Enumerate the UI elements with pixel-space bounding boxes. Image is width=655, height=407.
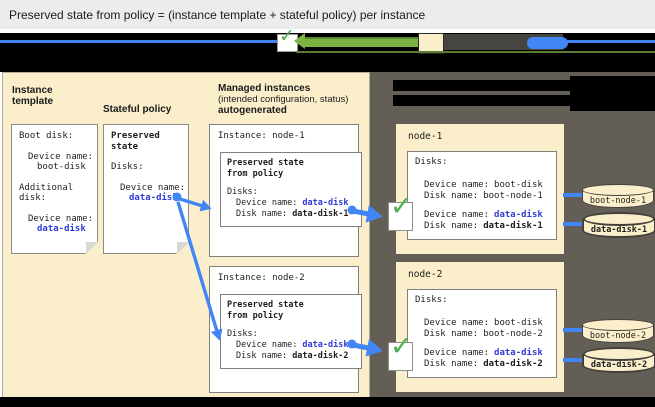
disk-cylinder-boot-node-2: boot-node-2 xyxy=(582,319,654,343)
boot-device-line: Device name:boot-disk xyxy=(424,180,543,190)
disks-label: Disks: xyxy=(227,329,258,339)
vm-node-2: node-2 Disks: Device name:boot-disk Disk… xyxy=(396,262,564,392)
node-1-disks-box: Disks: Device name:boot-disk Disk name:b… xyxy=(407,151,557,240)
instance-template-heading: Instance template xyxy=(12,85,54,107)
connector-data-disk-1 xyxy=(563,222,583,226)
instance-label: Instance: node-1 xyxy=(218,131,305,141)
disk-cylinder-data-disk-1: data-disk-1 xyxy=(582,212,655,238)
data-disk-line: Disk name:data-disk-2 xyxy=(424,359,543,369)
device-name-line: Device name:data-disk xyxy=(236,198,349,208)
data-disk-value: data-disk xyxy=(37,224,86,234)
disks-label: Disks: xyxy=(227,187,258,197)
managed-instances-heading: Managed instances (intended configuratio… xyxy=(218,83,349,116)
boot-device-line: Device name:boot-disk xyxy=(424,318,543,328)
intended-config-panel: Instance template Boot disk: Device name… xyxy=(2,72,370,398)
node-title: node-2 xyxy=(408,269,443,280)
additional-disk-label: Additional xyxy=(19,182,74,193)
connector-boot-node-2 xyxy=(563,328,583,332)
node-title: node-1 xyxy=(408,131,443,142)
additional-disk-label2: disk: xyxy=(19,193,47,203)
redacted-text-block xyxy=(570,76,655,111)
checkmark-box-node-1: ✓ xyxy=(388,193,413,231)
legend-blue-line-left xyxy=(0,40,278,43)
boot-disk-label: Boot disk: xyxy=(19,131,74,141)
device-name-label: Device name: xyxy=(28,213,94,224)
disks-label: Disks: xyxy=(111,162,144,172)
disk-name-value: data-disk-2 xyxy=(292,351,349,361)
checkmark-icon: ✓ xyxy=(390,331,413,362)
data-disk-value: data-disk xyxy=(129,193,178,203)
disk-cylinder-data-disk-2: data-disk-2 xyxy=(582,347,655,373)
data-disk-value: data-disk xyxy=(302,198,349,208)
disk-cylinder-boot-node-1: boot-node-1 xyxy=(582,184,654,208)
stateful-policy-doc: Preserved state Disks: Device name: data… xyxy=(103,124,189,254)
device-name-line: Device name:data-disk xyxy=(236,340,349,350)
boot-disk-line: Disk name:boot-node-2 xyxy=(424,329,543,339)
checkmark-icon: ✓ xyxy=(279,25,295,47)
disks-label: Disks: xyxy=(415,157,448,167)
disk-name-value: data-disk-1 xyxy=(292,209,349,219)
bottom-bar xyxy=(0,397,655,407)
preserved-state-label2: state xyxy=(111,141,139,152)
redacted-text-bar xyxy=(393,80,572,91)
checkmark-icon: ✓ xyxy=(390,191,413,222)
legend-green-line xyxy=(296,51,655,53)
green-arrow-icon xyxy=(294,33,425,49)
boot-disk-line: Disk name:boot-node-1 xyxy=(424,191,543,201)
preserved-state-label: Preserved xyxy=(111,131,160,141)
instance-label: Instance: node-2 xyxy=(218,273,305,283)
device-name-label: Device name: xyxy=(120,182,186,193)
disk-name-line: Disk name:data-disk-2 xyxy=(236,351,349,361)
disks-label: Disks: xyxy=(415,295,448,305)
connector-data-disk-2 xyxy=(563,358,583,362)
node-2-disks-box: Disks: Device name:boot-disk Disk name:b… xyxy=(407,289,557,378)
title-band: Preserved state from policy = (instance … xyxy=(0,0,655,29)
checkmark-box-node-2: ✓ xyxy=(388,333,413,371)
preserved-state-box-node-1: Preserved state from policy Disks: Devic… xyxy=(220,152,362,227)
legend-band: ✓ xyxy=(0,27,655,72)
disk-name-line: Disk name:data-disk-1 xyxy=(236,209,349,219)
data-disk-value: data-disk xyxy=(302,340,349,350)
vm-node-1: node-1 Disks: Device name:boot-disk Disk… xyxy=(396,124,564,254)
boot-disk-value: boot-disk xyxy=(37,162,86,172)
stateful-policy-heading: Stateful policy xyxy=(103,104,172,115)
managed-instance-node-1: Instance: node-1 Preserved state from po… xyxy=(209,124,362,257)
instance-template-doc: Boot disk: Device name: boot-disk Additi… xyxy=(11,124,98,254)
data-disk-line: Disk name:data-disk-1 xyxy=(424,221,543,231)
connector-boot-node-1 xyxy=(563,193,583,197)
legend-blue-line-right xyxy=(566,40,655,43)
device-name-label: Device name: xyxy=(28,151,94,162)
legend-beige-box xyxy=(418,33,444,54)
legend-blue-pill xyxy=(527,37,568,49)
data-device-line: Device name:data-disk xyxy=(424,348,543,358)
data-device-line: Device name:data-disk xyxy=(424,210,543,220)
preserved-state-box-node-2: Preserved state from policy Disks: Devic… xyxy=(220,294,362,369)
page-title: Preserved state from policy = (instance … xyxy=(9,7,426,22)
managed-instance-node-2: Instance: node-2 Preserved state from po… xyxy=(209,266,362,393)
redacted-text-bar xyxy=(393,95,579,106)
